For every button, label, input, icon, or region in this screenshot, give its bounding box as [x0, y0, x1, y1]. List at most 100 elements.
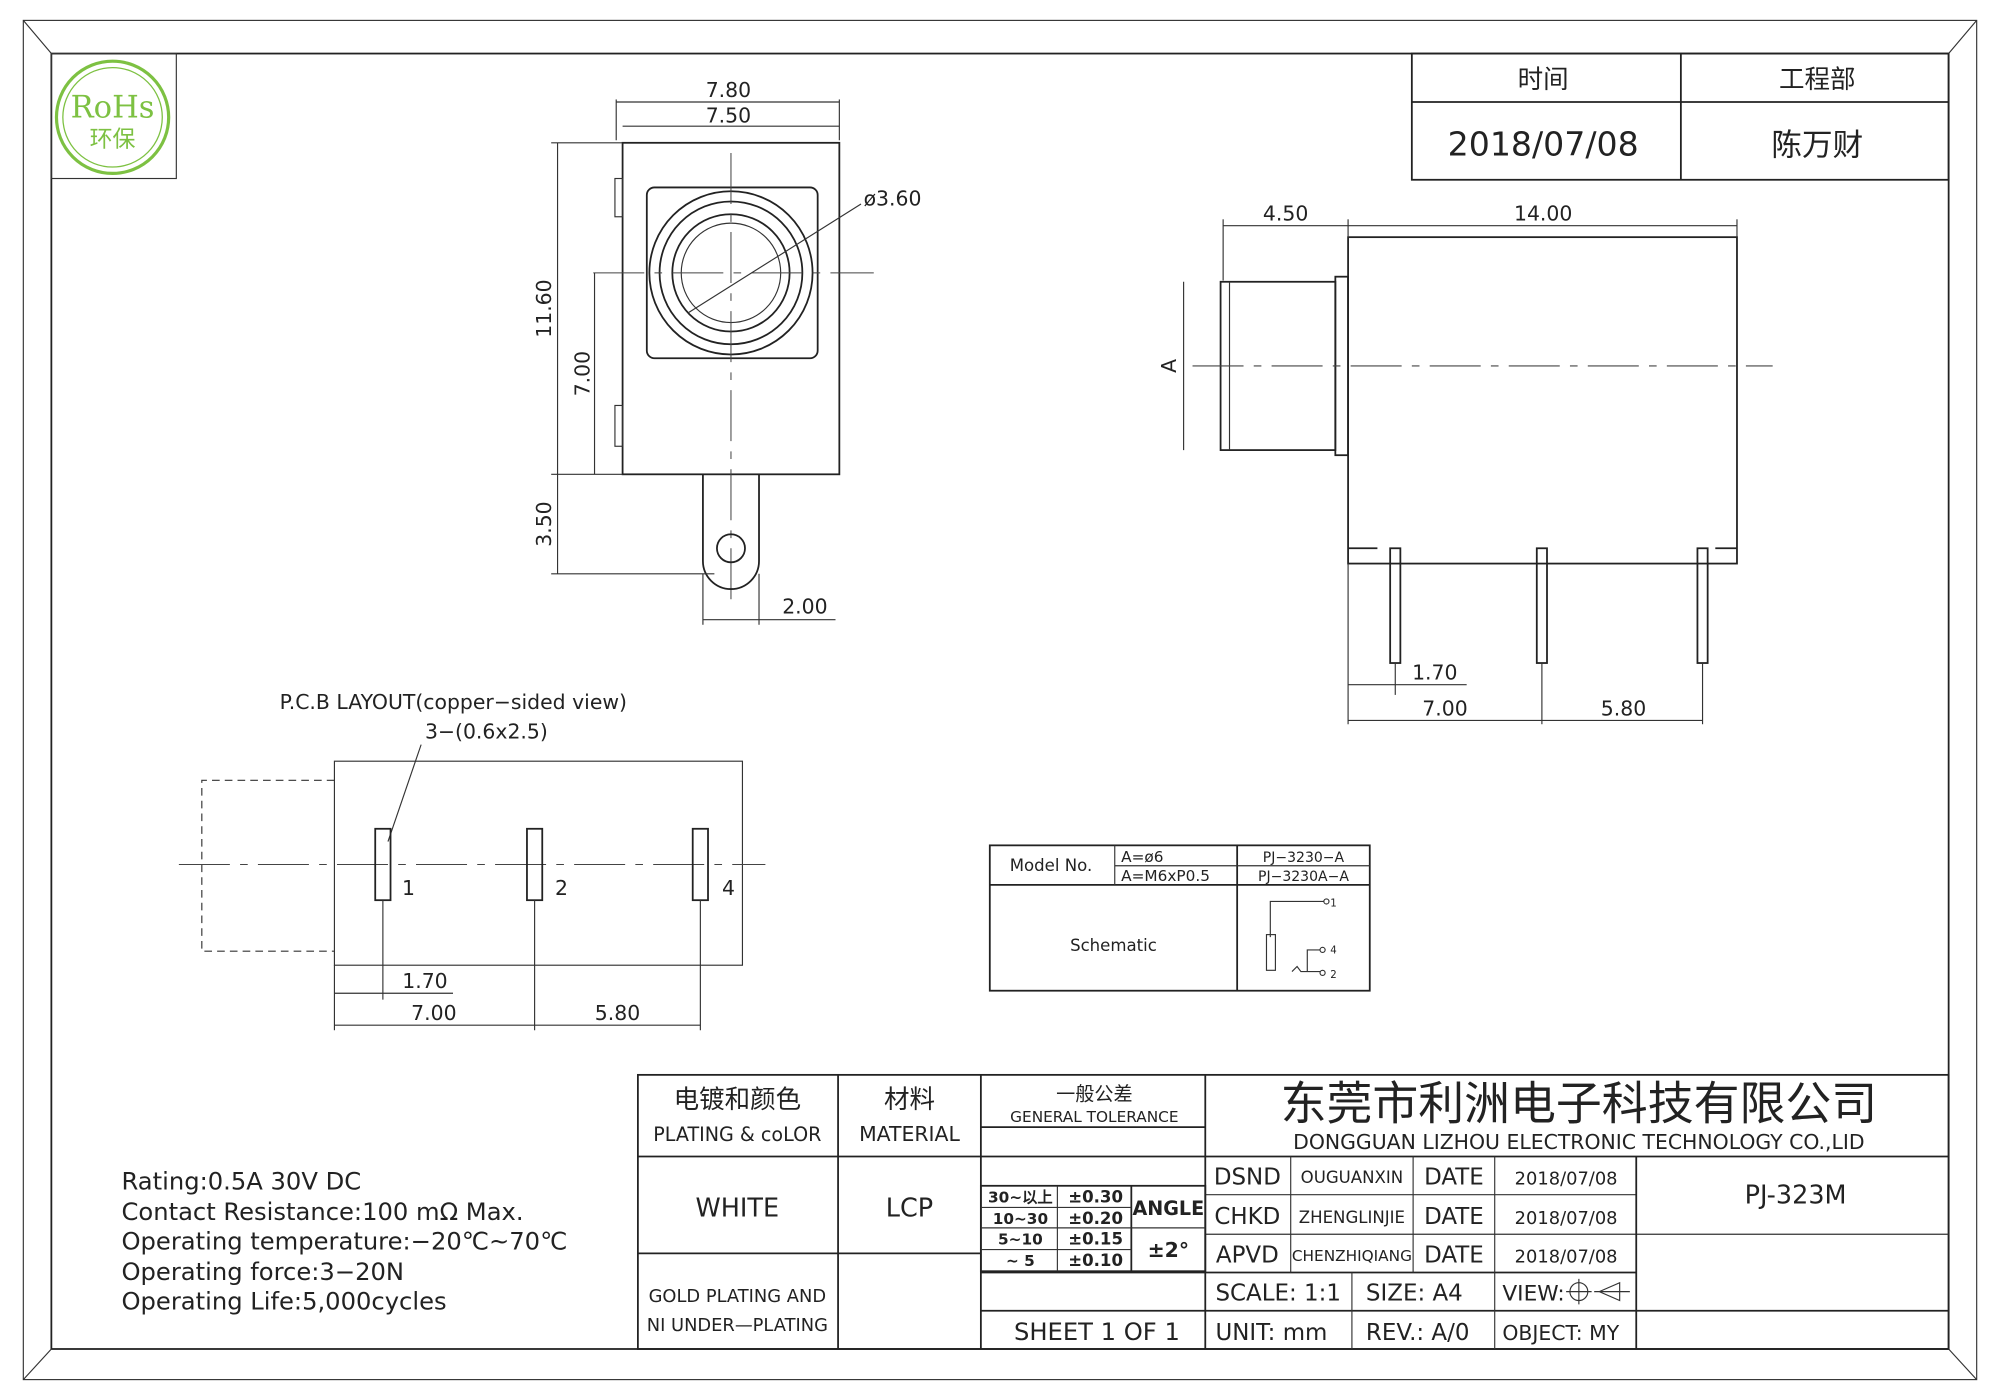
label: Operating force:3−20N: [121, 1258, 404, 1286]
label: GOLD PLATING AND: [649, 1286, 826, 1307]
label: 时间: [1518, 65, 1569, 95]
label: P.C.B LAYOUT(copper−sided view): [280, 690, 627, 714]
label: 1.70: [1412, 661, 1457, 685]
drawing-line: [22, 1348, 52, 1380]
label: 环保: [90, 127, 136, 153]
drawing-line: [333, 760, 744, 966]
drawing-line: [1319, 969, 1326, 976]
label: 7.00: [1422, 696, 1467, 720]
specs: Rating:0.5A 30V DC Contact Resistance:10…: [121, 1168, 567, 1316]
label: Contact Resistance:100 mΩ Max.: [121, 1198, 523, 1226]
label: ±0.10: [1068, 1251, 1123, 1270]
header-block: 时间 工程部 2018/07/08 陈万财: [1410, 52, 1950, 181]
label: DATE: [1424, 1242, 1484, 1268]
label: VIEW:: [1502, 1282, 1564, 1307]
drawing-line: [688, 203, 862, 313]
side-view: 4.50 14.00 A 1.70 7.00 5.80: [1157, 202, 1773, 725]
label: 2.00: [782, 594, 827, 618]
drawing-line: [1948, 20, 1978, 54]
label: 5.80: [1601, 696, 1646, 720]
pcb-layout: P.C.B LAYOUT(copper−sided view) 3−(0.6x2…: [178, 690, 766, 1031]
drawing-line: [614, 404, 624, 447]
label: OUGUANXIN: [1301, 1168, 1403, 1187]
label: 5.80: [595, 1001, 640, 1025]
label: CHENZHIQIANG: [1292, 1247, 1412, 1265]
label: SHEET 1 OF 1: [1014, 1318, 1180, 1346]
label: WHITE: [696, 1193, 780, 1223]
drawing-line: [1319, 946, 1326, 954]
drawing-line: [1948, 1348, 1978, 1380]
label: 材料: [884, 1085, 935, 1115]
label: A=ø6: [1121, 848, 1163, 866]
label: SIZE: A4: [1366, 1281, 1463, 1307]
label: ±0.20: [1068, 1209, 1123, 1228]
drawing-line: [1389, 547, 1402, 664]
label: 7.80: [706, 78, 751, 102]
label: Model No.: [1010, 856, 1093, 875]
drawing-line: [1269, 900, 1324, 938]
outer-border: [22, 19, 1978, 1381]
label: PJ−3230A−A: [1258, 869, 1349, 885]
drawing-line: [1347, 236, 1738, 565]
drawing-line: [1535, 547, 1548, 664]
drawing-line: [702, 474, 760, 590]
drawing-line: [636, 1073, 1950, 1350]
label: 7.00: [570, 351, 594, 396]
label: 11.60: [532, 279, 556, 337]
drawing-line: [1291, 965, 1321, 973]
label: ~ 5: [1006, 1252, 1035, 1270]
label: 10~30: [993, 1210, 1048, 1228]
label: 4: [722, 876, 735, 900]
label: 工程部: [1779, 65, 1856, 95]
label: 7.00: [411, 1001, 456, 1025]
label: DATE: [1424, 1165, 1484, 1191]
model-table: Model No. A=ø6 A=M6xP0.5 PJ−3230−A PJ−32…: [988, 844, 1371, 992]
label: 30~以上: [988, 1188, 1053, 1206]
label: ANGLE: [1132, 1197, 1204, 1220]
label: MATERIAL: [859, 1122, 960, 1146]
label: Schematic: [1070, 936, 1157, 955]
label: ZHENGLINJIE: [1299, 1208, 1405, 1227]
drawing-line: [979, 1184, 1207, 1273]
drawing-line: [1265, 934, 1276, 971]
label: RoHs: [71, 90, 155, 125]
label: Operating temperature:−20℃~70℃: [121, 1228, 567, 1256]
label: Rating:0.5A 30V DC: [121, 1168, 361, 1196]
label: ø3.60: [864, 186, 922, 210]
label: PLATING & coLOR: [653, 1123, 821, 1146]
label: 1: [402, 876, 415, 900]
label: ±0.15: [1068, 1229, 1123, 1248]
label: ±2°: [1148, 1238, 1189, 1262]
front-view: 7.80 7.50 ø3.60 11.60 7.00 3.50 2.00: [532, 78, 921, 625]
label: 电镀和颜色: [674, 1085, 802, 1115]
label: OBJECT: MY: [1502, 1321, 1619, 1345]
label: 5~10: [998, 1230, 1043, 1248]
label: REV.: A/0: [1366, 1320, 1470, 1346]
label: PJ−3230−A: [1263, 850, 1345, 866]
label: ±0.30: [1068, 1187, 1123, 1206]
label: 一般公差: [1056, 1082, 1132, 1105]
drawing-line: [614, 177, 624, 218]
label: GENERAL TOLERANCE: [1010, 1108, 1178, 1126]
label: 2: [1330, 970, 1336, 981]
label: 7.50: [706, 103, 751, 127]
drawing-line: [1594, 1281, 1630, 1302]
rohs-logo: RoHs 环保: [50, 52, 177, 180]
label: CHKD: [1214, 1204, 1280, 1230]
drawing-line: [50, 52, 177, 180]
drawing-line: [22, 20, 52, 54]
label: 2018/07/08: [1515, 1246, 1618, 1267]
label: PJ-323M: [1745, 1181, 1847, 1211]
drawing-line: [1323, 898, 1330, 905]
title-block: 30~以上 ±0.30 10~30 ±0.20 5~10 ±0.15 ~ 5 ±…: [636, 1073, 1950, 1350]
label: NI UNDER—PLATING: [647, 1315, 828, 1336]
label: UNIT: mm: [1215, 1320, 1327, 1346]
drawing-line: [716, 533, 746, 564]
label: 2018/07/08: [1448, 125, 1639, 164]
label: DSND: [1214, 1165, 1281, 1191]
label: 陈万财: [1771, 129, 1863, 164]
label: DATE: [1424, 1204, 1484, 1230]
label: A: [1157, 359, 1181, 373]
label: 2018/07/08: [1515, 1169, 1618, 1190]
